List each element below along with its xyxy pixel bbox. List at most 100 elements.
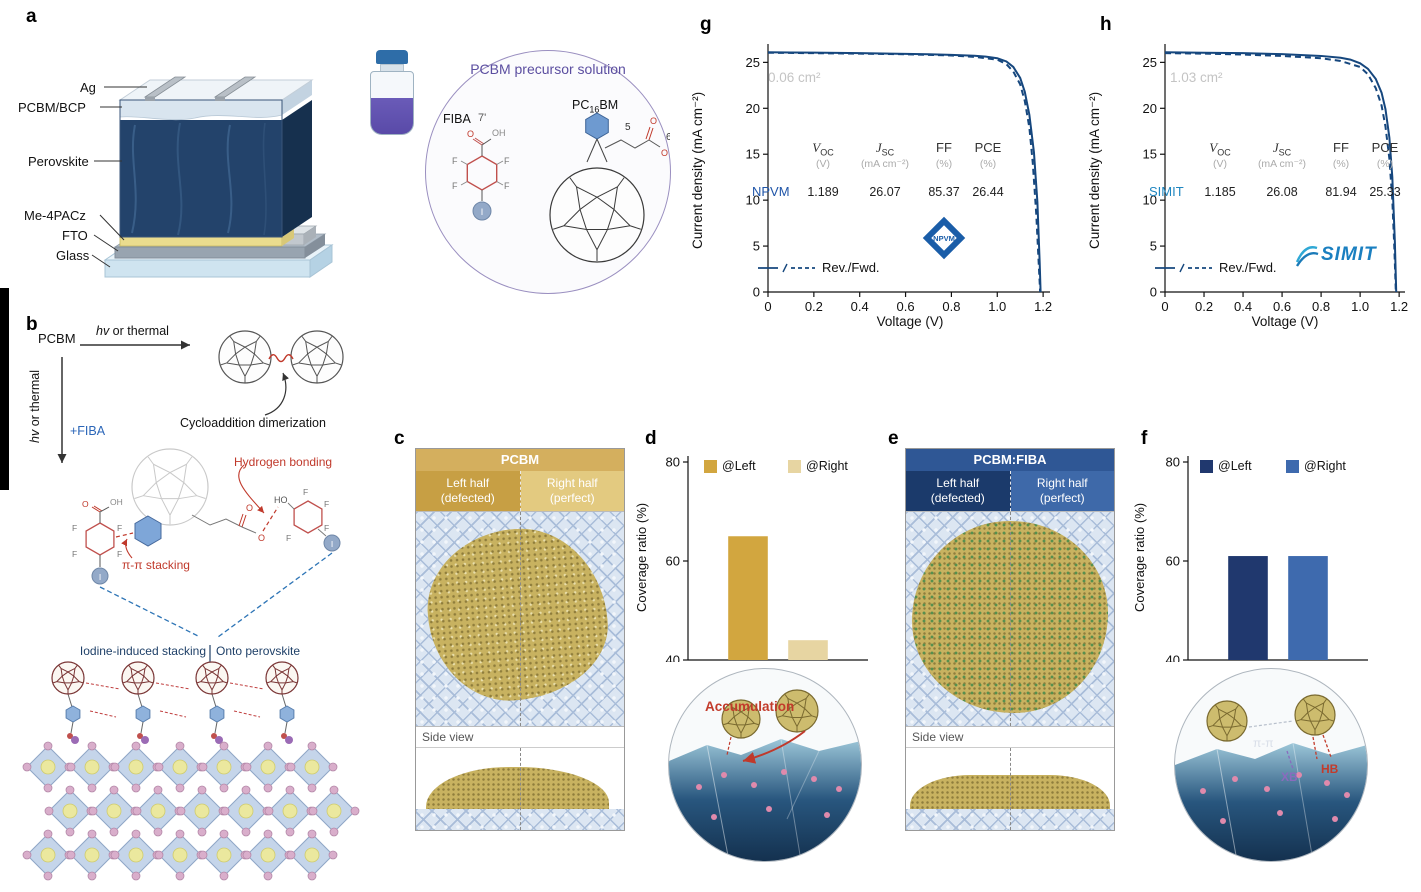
hv-thermal-left-label: hv or thermal [28,370,42,443]
g-jsc-header: JSC [875,140,895,158]
h-voc-header: VOC [1209,140,1231,158]
d-legend-right: @Right [788,459,848,473]
onto-perovskite-label: Onto perovskite [216,644,301,658]
surface-fullerene-4 [265,661,299,695]
svg-text:1.2: 1.2 [1034,299,1052,314]
surface-fullerene-3 [195,661,229,695]
h-legend-label: Rev./Fwd. [1219,260,1277,275]
h-pce-header: PCE [1371,140,1399,155]
svg-text:0.8: 0.8 [942,299,960,314]
svg-text:1.0: 1.0 [1351,299,1369,314]
h-pce-unit: (%) [1376,158,1394,170]
dimer-fullerene-right [290,330,344,384]
d-y-axis-label: Coverage ratio (%) [634,502,649,613]
left-fiba-o: O [82,499,89,509]
f-legend-right: @Right [1286,459,1346,473]
d-right-label: @Right [806,459,848,473]
dimer-fullerene-left [218,330,272,384]
surface-fullerene-2 [121,661,155,695]
f-left-swatch [1200,459,1213,473]
h-ff-header: FF [1333,140,1349,155]
panel-label-e: e [888,428,899,449]
md-panel-pcbm-fiba: PCBM:FIBA Left half (defected) Right hal… [905,448,1115,831]
md-pcbmfiba-topview [906,511,1114,726]
npvm-logo: NPVM [920,214,968,267]
svg-text:0.4: 0.4 [851,299,869,314]
chain-num6: 6 [666,132,670,143]
h-jsc-header: JSC [1272,140,1292,158]
g-jsc-value: 26.07 [869,185,901,199]
svg-text:15: 15 [1143,147,1157,162]
fiba-i: I [481,207,484,217]
half-divider-dash [1010,748,1011,830]
fiba-seven-prime: 7' [478,112,487,124]
g-ff-header: FF [936,140,952,155]
left-fiba-f1: F [117,523,122,533]
fiba-oh: OH [492,128,506,138]
d-left-swatch [704,459,717,473]
pcbm-side-mound [426,767,610,809]
svg-text:40: 40 [1166,653,1180,663]
left-edge-bar [0,288,9,490]
g-voc-unit: (V) [816,158,830,170]
md-pcbm-right-header: Right half (perfect) [520,471,624,511]
vial-body [370,71,414,135]
h-device-name: SIMIT [1149,184,1184,199]
d-right-swatch [788,459,801,473]
inset-fullerene-1 [721,699,761,739]
svg-text:0.8: 0.8 [1312,299,1330,314]
pc16bm-label: PC16BM [572,98,619,115]
half-divider-dash [520,512,521,726]
fiba-f1: F [504,156,510,166]
svg-text:0: 0 [1161,299,1168,314]
panel-label-d: d [645,428,657,449]
right-fiba-i: I [331,539,333,549]
accumulation-label: Accumulation [705,699,795,714]
pcbm-fullerene-faded [131,448,209,526]
pcbm-phenyl-ring [134,515,162,547]
md-pcbmfiba-title: PCBM:FIBA [906,449,1114,471]
interactions-illustration: π-π XB HB [1175,694,1367,861]
chain-num5: 5 [625,122,631,133]
svg-text:5: 5 [1150,239,1157,254]
layer-label-ag: Ag [80,80,96,95]
pcbmfiba-side-view-label: Side view [906,726,1114,747]
left-fiba-i: I [99,572,101,582]
h-metrics-table: VOC JSC FF PCE (V) (mA cm⁻²) (%) (%) SIM… [1149,140,1409,199]
svg-text:80: 80 [1166,455,1180,470]
left-fiba-f2: F [117,549,122,559]
pi-pi-label: π-π [1253,736,1274,750]
half-divider-dash [520,748,521,830]
svg-text:1.0: 1.0 [988,299,1006,314]
h-area-label: 1.03 cm² [1170,70,1223,85]
layer-label-perovskite: Perovskite [28,154,89,169]
g-jsc-unit: (mA cm⁻²) [860,158,910,170]
inset-fullerene-right [1294,694,1336,736]
g-legend: Rev./Fwd. [758,260,880,275]
ester-o1: O [650,116,657,126]
right-fiba-ho: HO [274,495,288,505]
simit-swoosh-icon [1295,246,1319,267]
accumulation-inset: Accumulation [668,668,862,862]
pcbm-coverage-blob [422,523,614,707]
f-left-label: @Left [1218,459,1252,473]
layer-label-pcbm-bcp: PCBM/BCP [18,100,86,115]
hv-thermal-top-label: hv or thermal [96,324,169,338]
right-fiba-f1: F [324,499,329,509]
surface-fullerene-1 [51,661,85,695]
f-right-label: @Right [1304,459,1346,473]
svg-text:0.6: 0.6 [1273,299,1291,314]
svg-text:10: 10 [1143,193,1157,208]
h-pce-value: 25.33 [1369,185,1401,199]
ester-o-label2: O [258,533,265,543]
svg-text:20: 20 [746,101,760,116]
svg-text:40: 40 [666,653,680,663]
ester-o-label: O [246,503,253,513]
cycloaddition-label: Cycloaddition dimerization [180,416,326,430]
svg-text:25: 25 [1143,55,1157,70]
g-voc-header: VOC [812,140,834,158]
f-right-swatch [1286,459,1299,473]
